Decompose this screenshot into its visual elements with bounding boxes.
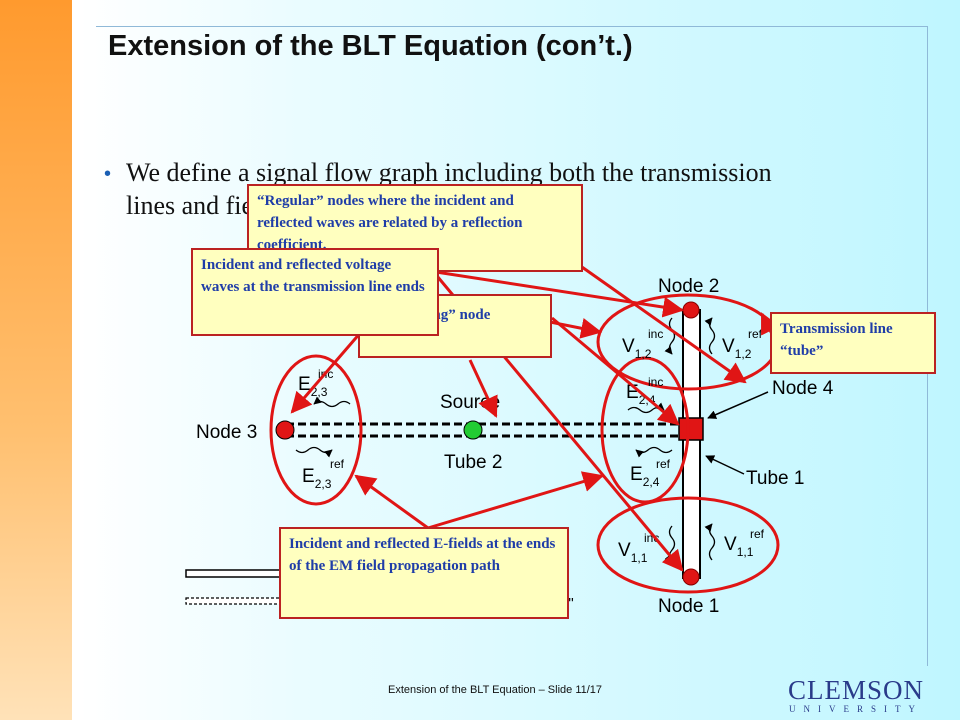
e24-ref-base: E	[630, 464, 643, 485]
wave-v12-ref-icon	[704, 317, 716, 355]
node1-dot	[682, 568, 700, 586]
bullet-dot-icon: •	[104, 163, 112, 185]
e24-inc-sup: inc	[648, 375, 663, 389]
svg-text:V1,1: V1,1	[618, 540, 648, 565]
arrow-regular-to-node2	[409, 266, 685, 318]
v11-inc-base: V	[618, 540, 631, 561]
v12-ref-sup: ref	[748, 327, 763, 341]
wave-e23-ref-icon	[295, 446, 333, 458]
node4-label: Node 4	[772, 378, 834, 399]
e23-inc-sub: 2,3	[311, 385, 328, 399]
e23-ref-sub: 2,3	[315, 477, 332, 491]
slide-footer: Extension of the BLT Equation – Slide 11…	[388, 684, 603, 696]
v11-inc-sup: inc	[644, 531, 659, 545]
node4-square	[678, 417, 704, 441]
callout-voltage-waves: Incident and reflected voltage waves at …	[191, 248, 439, 336]
v11-ref-base: V	[724, 534, 737, 555]
arrow-efields-to-ellipse4	[427, 471, 605, 530]
tube1-pointer	[705, 455, 745, 475]
node3-dot	[275, 420, 295, 440]
v12-inc-sup: inc	[648, 327, 663, 341]
node2-label: Node 2	[658, 276, 719, 297]
arrow-voltage-to-ellipse2b	[554, 246, 747, 384]
e24-ref-sub: 2,4	[643, 475, 660, 489]
wave-e24-ref-icon	[635, 446, 673, 458]
svg-text:V1,1: V1,1	[724, 534, 754, 559]
source-dot	[463, 420, 483, 440]
ellipse-node4	[600, 356, 690, 504]
v12-ref-base: V	[722, 336, 735, 357]
v12-ref-sub: 1,2	[735, 347, 752, 361]
arrow-coupling-to-node4	[551, 316, 680, 426]
svg-text:E2,3: E2,3	[302, 466, 332, 491]
e23-ref-base: E	[302, 466, 315, 487]
v11-ref-sup: ref	[750, 527, 765, 541]
slide-title: Extension of the BLT Equation (con’t.)	[108, 30, 633, 62]
v11-inc-sub: 1,1	[631, 551, 648, 565]
svg-text:E2,4: E2,4	[630, 464, 660, 489]
ellipse-node1	[596, 496, 780, 594]
svg-text:V1,2: V1,2	[722, 336, 752, 361]
ellipse-node3	[269, 354, 363, 506]
v12-inc-sub: 1,2	[635, 347, 652, 361]
node1-label: Node 1	[658, 596, 719, 617]
logo-subtitle: UNIVERSITY	[789, 704, 923, 714]
callout-efields: Incident and reflected E-fields at the e…	[279, 527, 569, 619]
v11-ref-sub: 1,1	[737, 545, 754, 559]
arrow-coupling-to-source	[468, 359, 498, 418]
tube1-label: Tube 1	[746, 468, 804, 489]
logo-wordmark: CLEMSON	[788, 675, 925, 705]
callout-transmission-tube: Transmission line “tube”	[770, 312, 936, 374]
node3-label: Node 3	[196, 422, 257, 443]
wave-e23-inc-icon	[313, 396, 351, 408]
node2-dot	[682, 301, 700, 319]
top-divider-line	[96, 26, 928, 27]
node4-pointer	[707, 391, 769, 419]
left-accent-bar	[0, 0, 72, 720]
e23-inc-base: E	[298, 374, 311, 395]
arrow-efields-to-ellipse3	[354, 474, 429, 530]
wave-v11-ref-icon	[704, 523, 716, 561]
clemson-logo: CLEMSON UNIVERSITY	[788, 677, 924, 715]
e23-ref-sup: ref	[330, 457, 345, 471]
e24-ref-sup: ref	[656, 457, 671, 471]
tube2-label: Tube 2	[444, 452, 502, 473]
wave-v12-inc-icon	[664, 317, 676, 355]
v12-inc-base: V	[622, 336, 635, 357]
svg-text:V1,2: V1,2	[622, 336, 652, 361]
svg-text:E2,3: E2,3	[298, 374, 328, 399]
